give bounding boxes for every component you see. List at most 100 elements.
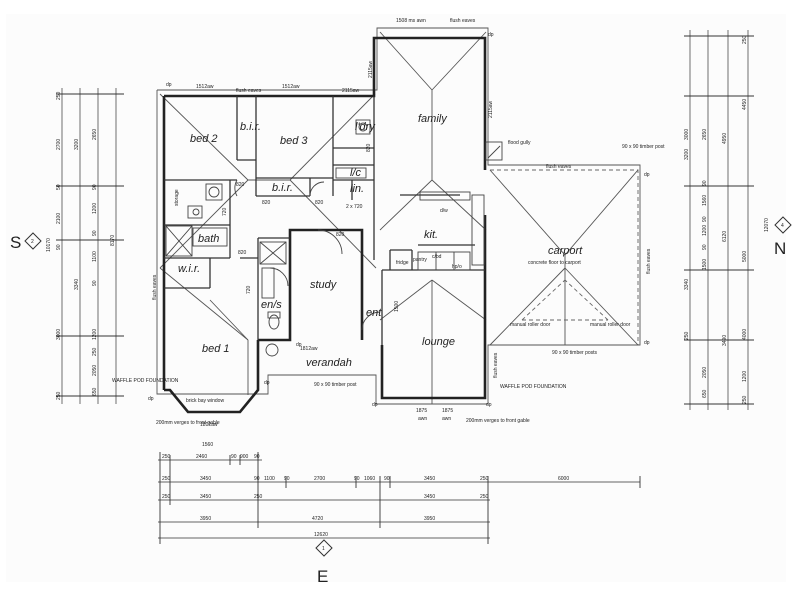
note-flush-eaves-family: flush eaves (450, 18, 476, 24)
note-hotplate: hp/o (452, 264, 462, 270)
rdim-inner-0: 2650 (702, 129, 708, 140)
rdim-inner-5: 90 (702, 244, 708, 250)
note-waffle-pod-right: WAFFLE POD FOUNDATION (500, 384, 567, 390)
bdim-r2-9: 3450 (424, 476, 435, 482)
awn-2: awn (442, 416, 451, 422)
room-label-family: family (418, 113, 448, 125)
window-dim-bay: 1812aw (200, 422, 218, 428)
rdim-outer-2: 5000 (742, 251, 748, 262)
room-label-pantry: pantry (413, 257, 427, 263)
compass-east: E (317, 567, 328, 586)
bdim-r1-3: 900 (240, 454, 249, 460)
rdim-total: 12070 (764, 218, 770, 232)
bdim-r4-2: 3950 (424, 516, 435, 522)
ldim-inner-8: 2050 (92, 365, 98, 376)
north-marker (774, 216, 792, 234)
ldim-mid-0: 3200 (74, 139, 80, 150)
room-label-bed1: bed 1 (202, 343, 230, 355)
awn-1: awn (418, 416, 427, 422)
ldim-inner-2: 1200 (92, 203, 98, 214)
rdim-sub-2: 3490 (722, 335, 728, 346)
note-timber-post-top: 90 x 90 timber post (622, 144, 665, 150)
window-dim-bed2: 1512aw (196, 84, 214, 90)
bdim-r1-0: 250 (162, 454, 171, 460)
door-720-b: 720 (246, 285, 252, 294)
window-dim-family-top: 1508 ms awn (396, 18, 426, 24)
bdim-r4-1: 4720 (312, 516, 323, 522)
note-flush-eaves-right: flush eaves (646, 248, 652, 274)
rdim-mid-0: 3000 (684, 129, 690, 140)
dimension-lines (56, 30, 754, 544)
room-label-entry: ent (366, 307, 382, 319)
rdim-sub-1: 6120 (722, 231, 728, 242)
note-flush-eaves-top: flush eaves (236, 88, 262, 94)
bdim-r3-2: 250 (254, 494, 263, 500)
rdim-inner-3: 90 (702, 216, 708, 222)
ldim-outer-1: 2700 (56, 139, 62, 150)
window-dim-family-right: 2115aw (488, 100, 494, 118)
right-dimension-texts: 250 4450 5000 4000 1200 250 3000 3200 33… (684, 35, 770, 404)
bdim-r4-0: 3950 (200, 516, 211, 522)
compass-south: S (10, 233, 21, 252)
bdim-r2-7: 1060 (364, 476, 375, 482)
rdim-mid-3: 250 (684, 331, 690, 340)
window-dim-lounge-1: 1875 (416, 408, 427, 414)
note-brick-bay-window: brick bay window (186, 398, 224, 404)
note-dishwasher: d/w (440, 208, 448, 214)
ldim-outer-3: 2100 (56, 213, 62, 224)
dp-6: dp (264, 380, 270, 386)
window-dim-lounge-2: 1875 (442, 408, 453, 414)
rdim-outer-0: 250 (742, 35, 748, 44)
compass-south-number: 2 (31, 239, 34, 245)
room-label-carport: carport (548, 245, 583, 257)
rdim-sub-0: 4950 (722, 133, 728, 144)
ldim-inner-6: 1200 (92, 329, 98, 340)
room-label-bir-2: b.i.r. (272, 182, 293, 194)
door-820-c: 820 (336, 232, 345, 238)
rdim-mid-2: 3340 (684, 279, 690, 290)
bdim-r2-11: 6000 (558, 476, 569, 482)
bdim-r2-8: 90 (384, 476, 390, 482)
door-820-b: 820 (315, 200, 324, 206)
internal-walls (164, 96, 485, 345)
room-label-ensuite: en/s (261, 299, 282, 311)
fixtures (165, 119, 503, 357)
scan-area (6, 14, 786, 582)
bdim-r3-0: 250 (162, 494, 171, 500)
rdim-outer-4: 1200 (742, 371, 748, 382)
left-dimension-texts: 250 2700 50 2100 90 3000 250 3200 3340 2… (46, 91, 116, 400)
window-dim-family-left: 2115aw (368, 60, 374, 78)
ldim-outer-5: 3000 (56, 329, 62, 340)
bdim-r2-0: 250 (162, 476, 171, 482)
ldim-inner-7: 250 (92, 347, 98, 356)
window-dim-bay-total: 1560 (202, 442, 213, 448)
bdim-r2-5: 2700 (314, 476, 325, 482)
room-label-linen-cupboard: l/c (350, 167, 362, 179)
window-dim-entry: 1500 (394, 301, 400, 312)
rdim-outer-3: 4000 (742, 329, 748, 340)
room-label-wir: w.i.r. (178, 263, 200, 275)
room-label-linen: lin. (350, 183, 364, 195)
ldim-mid-1: 3340 (74, 279, 80, 290)
bdim-r2-2: 90 (254, 476, 260, 482)
door-820-a: 820 (236, 182, 245, 188)
room-label-kitchen: kit. (424, 229, 438, 241)
dp-2: dp (488, 32, 494, 38)
ldim-outer-0: 250 (56, 91, 62, 100)
ldim-depth: 8170 (110, 235, 116, 246)
rdim-inner-8: 650 (702, 389, 708, 398)
door-820-d: 820 (238, 250, 247, 256)
door-720-a: 720 (222, 207, 228, 216)
compass-east-number: 1 (322, 546, 325, 552)
window-dim-bed3: 1512aw (282, 84, 300, 90)
bdim-r1-1: 2460 (196, 454, 207, 460)
window-dim-verandah: 1812aw (300, 346, 318, 352)
bottom-dimension-texts: 250 2460 90 900 90 250 3450 90 1100 90 2… (162, 454, 569, 538)
bdim-r2-6: 90 (354, 476, 360, 482)
room-label-bir-1: b.i.r. (240, 121, 261, 133)
note-waffle-pod-left: WAFFLE POD FOUNDATION (112, 378, 179, 384)
dp-9: dp (372, 402, 378, 408)
compass-north-number: 4 (781, 223, 784, 229)
bdim-r1-4: 90 (254, 454, 260, 460)
rdim-inner-1: 90 (702, 180, 708, 186)
